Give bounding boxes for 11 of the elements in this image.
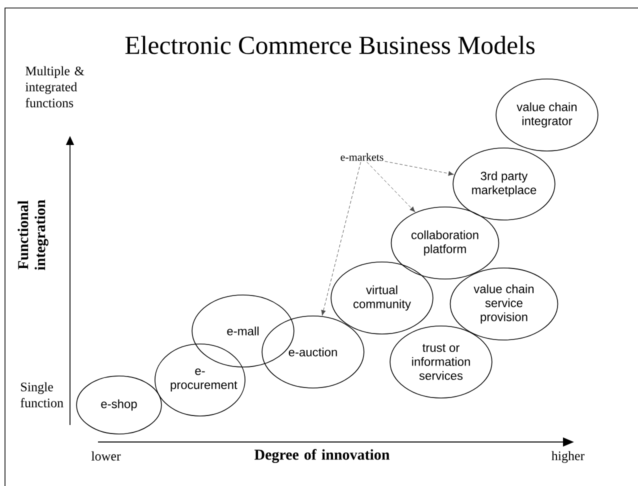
axis-title: Degree of innovation	[254, 449, 390, 463]
title: Electronic Commerce Business Models	[125, 36, 535, 54]
axis-label: Single function	[20, 382, 64, 408]
callout-text: e-markets	[340, 153, 384, 161]
arrow	[366, 162, 416, 212]
arrow	[321, 162, 361, 316]
axis-label: lower	[91, 451, 121, 461]
axis-label: Multiple & integrated functions	[25, 66, 84, 108]
axis-title: Functional integration	[18, 200, 48, 270]
arrow	[384, 161, 454, 176]
axis-label: higher	[552, 451, 584, 463]
